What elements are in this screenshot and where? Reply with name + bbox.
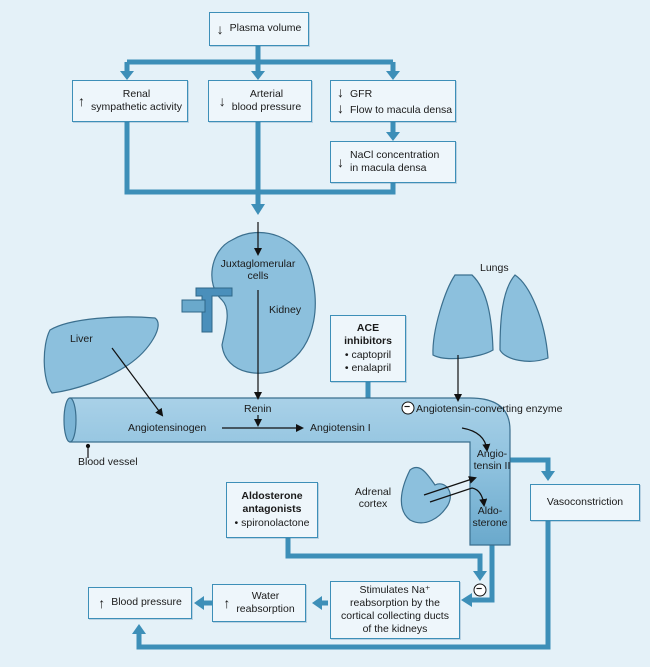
adrenal-cortex-label: Adrenal cortex <box>350 486 396 510</box>
angiotensin-ii-label: Angio- tensin II <box>470 448 514 472</box>
renal-line2: sympathetic activity <box>90 101 183 113</box>
thin-arrows <box>85 222 491 507</box>
angiotensinogen-label: Angiotensinogen <box>128 422 207 434</box>
vasoconstriction-box: Vasoconstriction <box>530 484 640 521</box>
down-arrow-icon: ↓ <box>337 83 344 100</box>
up-arrow-icon: ↑ <box>77 93 85 109</box>
aldo-antag-title2: antagonists <box>242 503 302 516</box>
plasma-volume-label: Plasma volume <box>229 22 302 35</box>
down-arrow-icon: ↓ <box>337 100 344 116</box>
ang2-line1: Angio- <box>476 448 508 460</box>
adrenal-gland <box>400 466 451 524</box>
blood-pressure-label: Blood pressure <box>111 596 182 609</box>
liver-label: Liver <box>70 333 93 345</box>
aldosterone-label: Aldo- sterone <box>468 505 512 529</box>
juxtaglomerular-label: Juxtaglomerular cells <box>220 258 296 282</box>
liver-organ <box>43 316 159 394</box>
adrenal-line1: Adrenal <box>354 486 392 498</box>
ace-inhibitors-box: ACE inhibitors captopril enalapril <box>330 315 406 382</box>
up-arrow-icon: ↑ <box>223 595 231 611</box>
nacl-line2: in macula densa <box>350 162 427 174</box>
gfr-label: GFR <box>350 87 373 100</box>
enalapril-item: enalapril <box>345 362 391 375</box>
stimulates-line4: of the kidneys <box>362 623 428 636</box>
ace-title1: ACE <box>356 322 380 335</box>
adrenal-line2: cortex <box>358 498 388 510</box>
aldo-antag-title1: Aldosterone <box>241 490 303 503</box>
blood-pressure-box: ↑ Blood pressure <box>88 587 192 619</box>
renin-label: Renin <box>244 403 272 415</box>
arterial-line1: Arterial <box>249 87 284 100</box>
aldo-line2: sterone <box>472 517 508 529</box>
aldo-line1: Aldo- <box>477 505 503 517</box>
up-arrow-icon: ↑ <box>98 595 106 611</box>
lungs-organ <box>432 274 549 362</box>
water-line2: reabsorption <box>236 603 295 615</box>
spironolactone-item: spironolactone <box>235 517 309 530</box>
jg-line1: Juxtaglomerular <box>220 258 296 270</box>
inhibition-marks <box>401 401 487 597</box>
inhibit-minus-icon: − <box>476 583 483 595</box>
stimulates-line2: reabsorption by the <box>350 596 440 609</box>
aldosterone-antagonists-box: Aldosterone antagonists spironolactone <box>226 482 318 538</box>
jg-line2: cells <box>247 270 269 282</box>
stimulates-na-box: Stimulates Na⁺ reabsorption by the corti… <box>330 581 460 639</box>
blood-vessel-label: Blood vessel <box>78 456 138 468</box>
kidney-label: Kidney <box>269 304 302 316</box>
ace-enzyme-label: Angiotensin-converting enzyme <box>416 403 563 415</box>
stimulates-line1: Stimulates Na⁺ <box>359 583 431 596</box>
down-arrow-icon: ↓ <box>337 154 344 170</box>
ang2-line2: tensin II <box>473 460 511 472</box>
stimulates-line3: cortical collecting ducts <box>341 610 449 622</box>
angiotensin-i-label: Angiotensin I <box>310 422 371 434</box>
lungs-label: Lungs <box>480 262 509 274</box>
vasoconstriction-label: Vasoconstriction <box>546 495 624 508</box>
nacl-line1: NaCl concentration <box>350 148 440 161</box>
renal-line1: Renal <box>122 87 151 100</box>
inhibit-minus-icon: − <box>404 401 411 413</box>
plasma-volume-box: ↓ Plasma volume <box>209 12 309 46</box>
down-arrow-icon: ↓ <box>218 93 226 109</box>
water-line1: Water <box>251 589 280 602</box>
blood-vessel <box>63 397 511 546</box>
macula-flow-label: Flow to macula densa <box>350 104 453 116</box>
ace-title2: inhibitors <box>344 335 392 348</box>
captopril-item: captopril <box>345 349 391 362</box>
down-arrow-icon: ↓ <box>216 21 224 37</box>
arterial-line2: blood pressure <box>231 101 302 113</box>
kidney-organ <box>181 231 316 374</box>
gfr-box: ↓ GFR ↓ Flow to macula densa <box>330 80 456 122</box>
